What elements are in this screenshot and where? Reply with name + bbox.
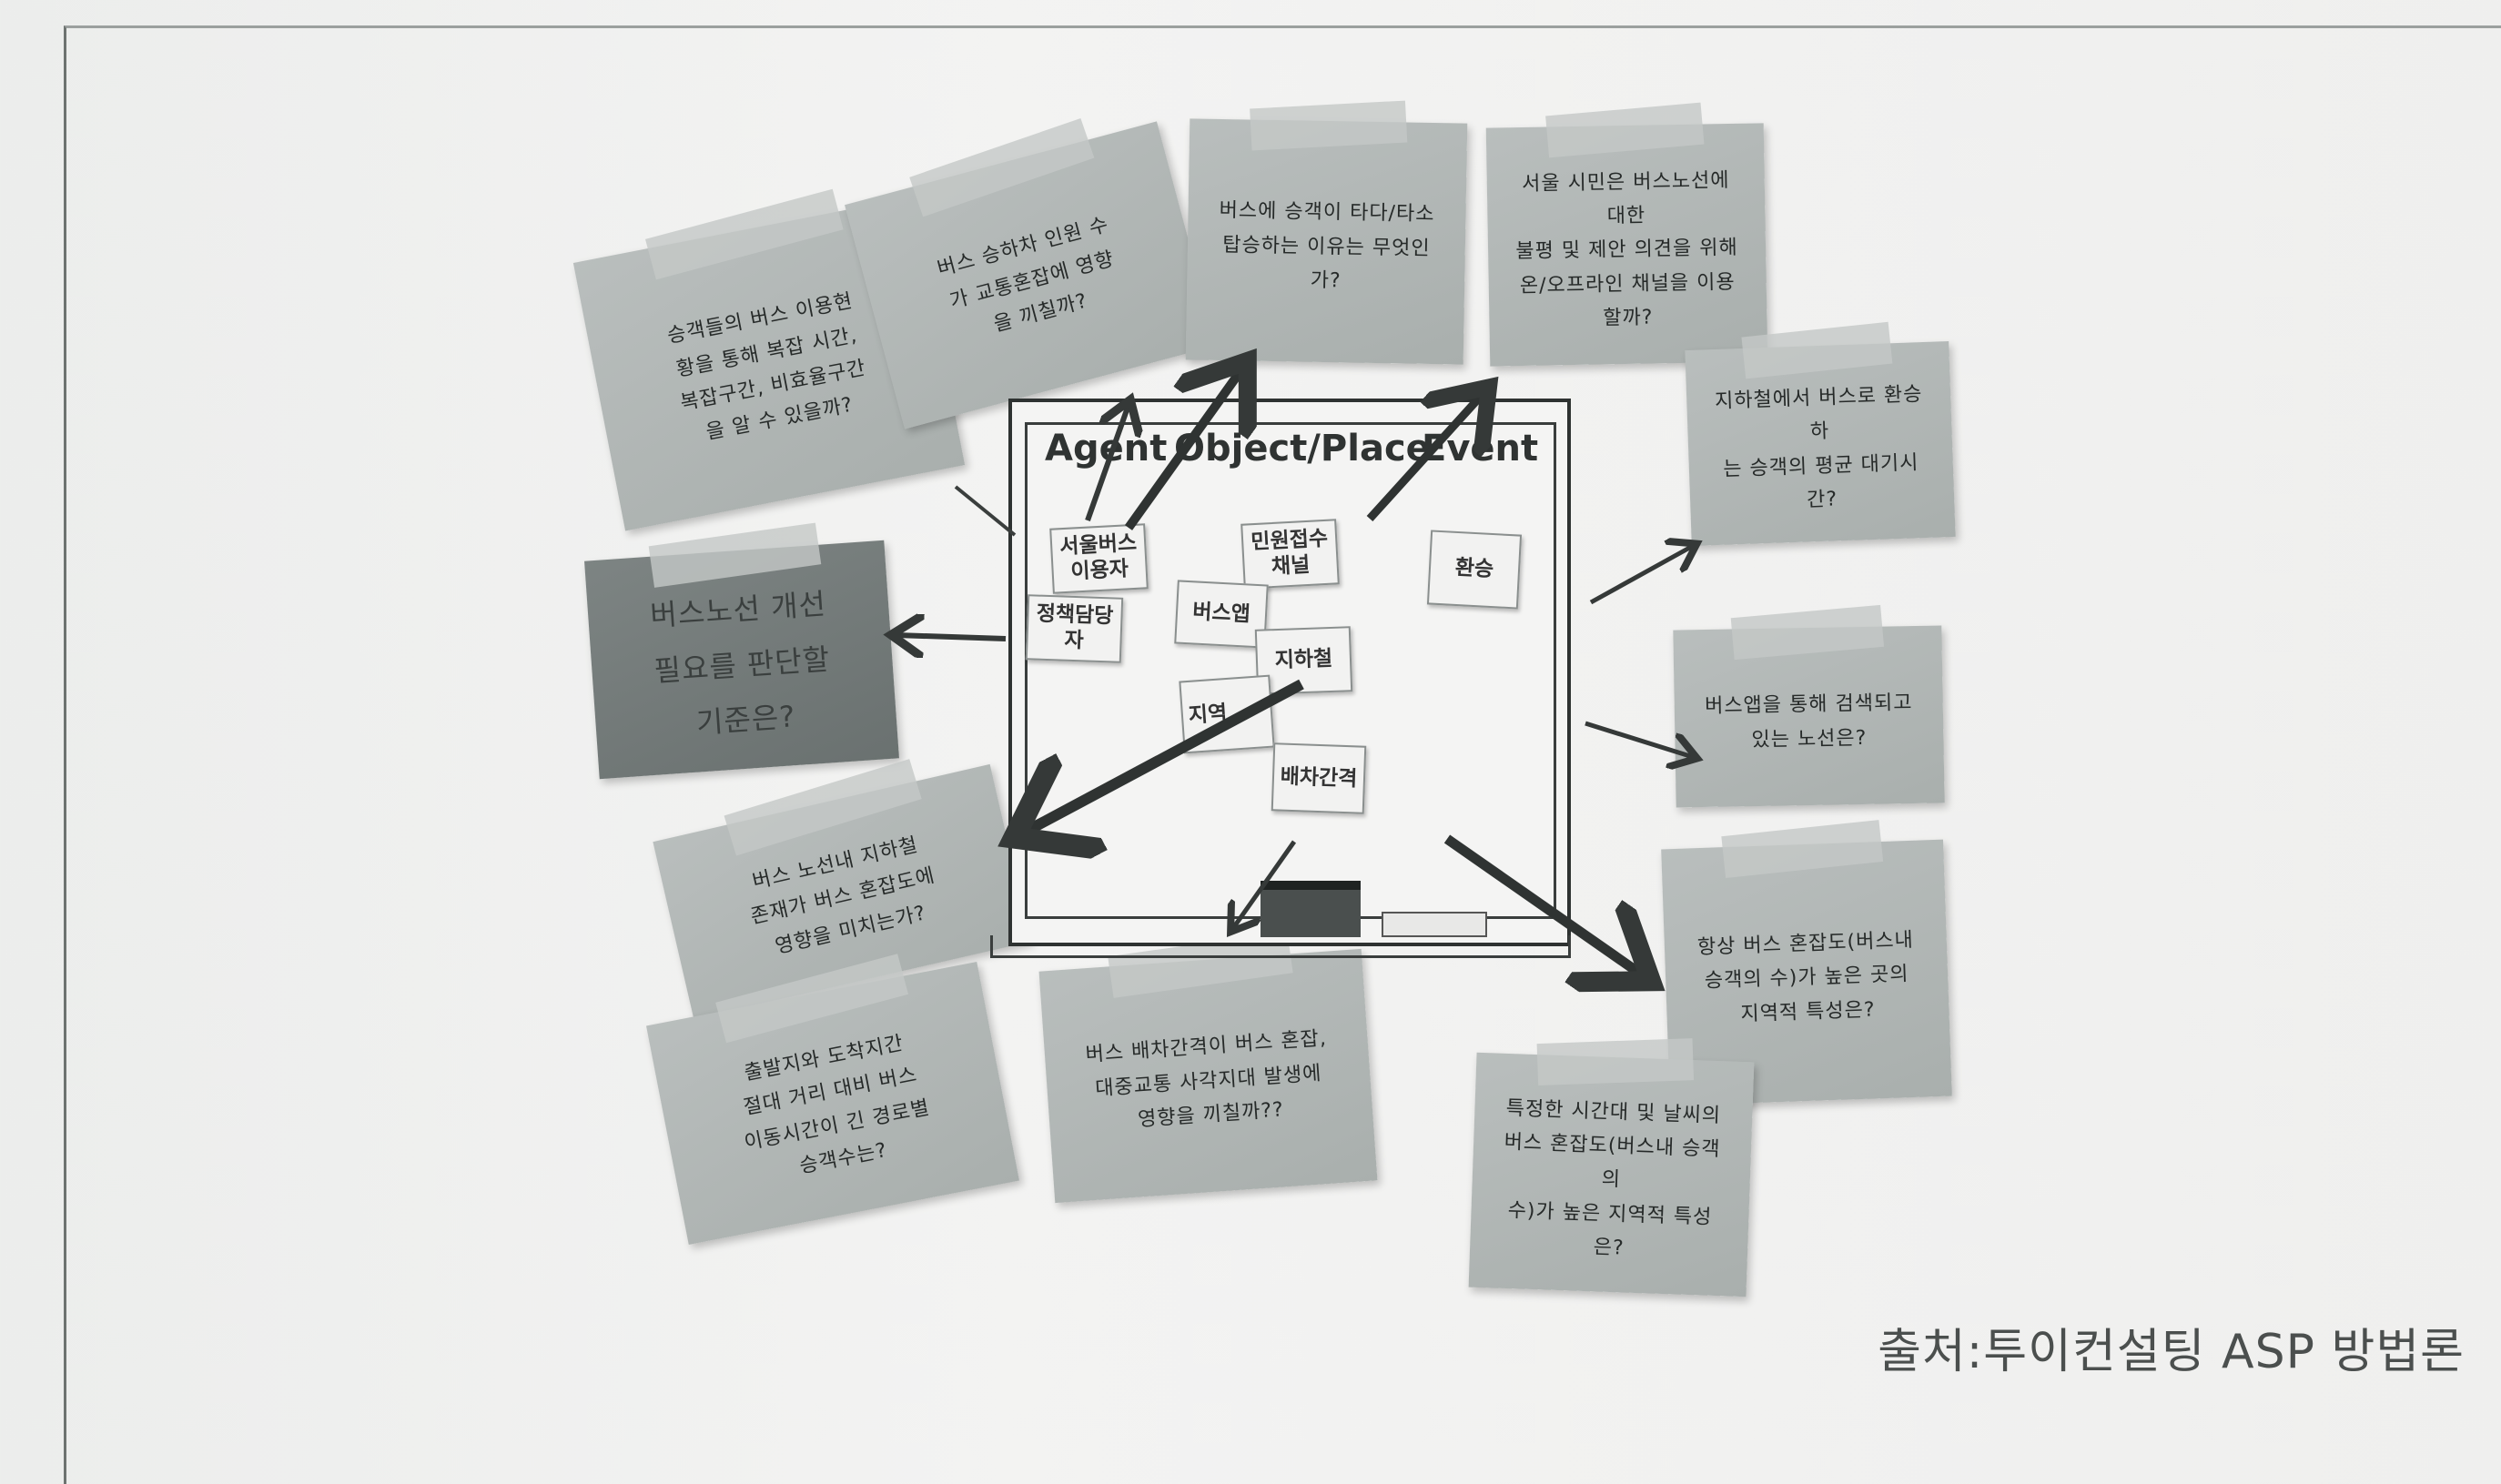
arrow-to-interval-congestion bbox=[1233, 840, 1297, 928]
marker bbox=[1382, 912, 1487, 937]
arrow-to-always-congested bbox=[1443, 834, 1643, 975]
arrow-to-app-search bbox=[1585, 721, 1693, 757]
arrow-to-citizen-channel bbox=[1366, 393, 1483, 522]
arrow-to-passenger-path bbox=[954, 485, 1017, 537]
diagram-scene: 승객들의 버스 이용현 황을 통해 복잡 시간, 복잡구간, 비효율구간 을 알… bbox=[0, 0, 2501, 1423]
arrow-to-boarding-reason bbox=[1124, 368, 1242, 530]
page-frame bbox=[64, 25, 2501, 1484]
eraser bbox=[1261, 881, 1361, 937]
arrows-layer bbox=[0, 0, 2501, 1423]
source-caption: 출처:투이컨설팅 ASP 방법론 bbox=[1878, 1325, 2465, 1379]
arrow-to-subway-presence bbox=[1024, 679, 1304, 833]
arrow-to-boarding-count bbox=[1085, 405, 1129, 522]
arrow-to-transfer-wait bbox=[1589, 546, 1693, 605]
arrow-to-route-criteria bbox=[896, 635, 1007, 639]
